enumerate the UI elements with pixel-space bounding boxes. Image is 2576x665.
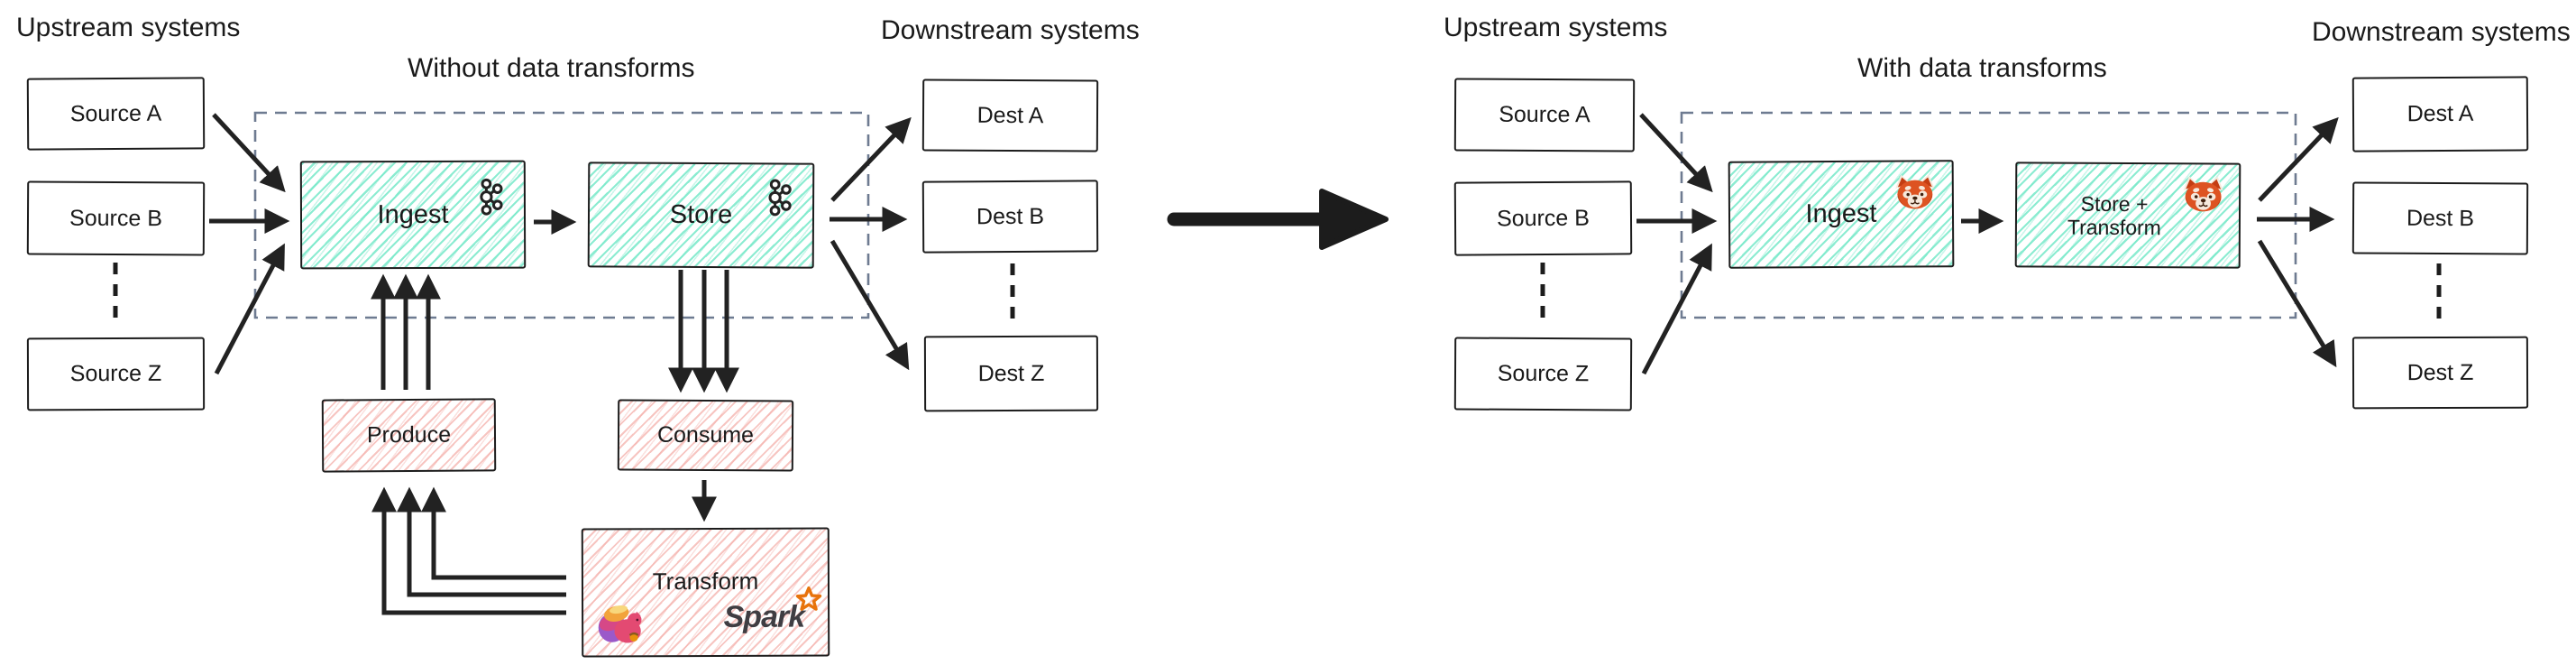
left-downstream-label: Downstream systems [881, 15, 1140, 45]
spark-star-icon [795, 586, 822, 611]
ellipsis-connectors [113, 263, 2442, 328]
right-diagram-title: With data transforms [1857, 53, 2107, 83]
dest-box: Dest A [2351, 76, 2529, 152]
store-transform-line2: Transform [2067, 215, 2161, 239]
consume-box: Consume [617, 399, 794, 472]
ingest-box: Ingest [1728, 160, 1955, 269]
dest-box: Dest A [921, 79, 1099, 152]
dest-label: Dest A [976, 102, 1044, 128]
left-upstream-label: Upstream systems [16, 13, 241, 42]
transform-box: Transform Spark [581, 527, 830, 658]
ingest-box: Ingest [299, 160, 527, 270]
ingest-label: Ingest [377, 199, 449, 229]
source-box: Source Z [26, 337, 206, 411]
dest-label: Dest B [2406, 205, 2475, 231]
flink-icon [598, 605, 642, 643]
source-label: Source B [1496, 205, 1591, 231]
dest-label: Dest A [2406, 100, 2474, 127]
dest-label: Dest Z [2406, 359, 2474, 385]
right-upstream-label: Upstream systems [1444, 13, 1668, 42]
source-label: Source A [69, 100, 162, 126]
redpanda-icon [1895, 174, 1935, 209]
store-label: Store [669, 199, 733, 230]
transition-arrow [1167, 189, 1389, 250]
store-transform-label: Store + Transform [2067, 191, 2161, 239]
consume-label: Consume [656, 421, 755, 448]
source-label: Source Z [69, 360, 162, 387]
source-box: Source A [26, 77, 206, 151]
dest-box: Dest Z [923, 335, 1099, 412]
ingest-label: Ingest [1805, 199, 1877, 229]
kafka-icon [768, 179, 792, 217]
transform-label: Transform [652, 567, 759, 596]
source-label: Source Z [1497, 360, 1590, 387]
right-downstream-label: Downstream systems [2312, 17, 2571, 47]
source-box: Source Z [1453, 337, 1633, 411]
spark-logo: Spark [723, 586, 822, 635]
spark-logo-text: Spark [723, 599, 805, 634]
produce-label: Produce [366, 421, 452, 448]
dest-box: Dest B [921, 180, 1099, 254]
dest-label: Dest Z [977, 360, 1045, 386]
dest-box: Dest Z [2351, 336, 2529, 410]
source-label: Source B [69, 205, 162, 231]
source-label: Source A [1499, 101, 1591, 128]
produce-box: Produce [321, 398, 497, 473]
dest-label: Dest B [976, 203, 1045, 229]
store-transform-line1: Store + [2080, 191, 2149, 216]
source-box: Source B [26, 180, 206, 256]
dest-box: Dest B [2351, 181, 2529, 255]
kafka-icon [480, 178, 503, 216]
source-box: Source A [1453, 78, 1636, 152]
store-box: Store [587, 162, 815, 269]
left-diagram-title: Without data transforms [408, 53, 695, 83]
store-transform-box: Store + Transform [2014, 162, 2241, 269]
source-box: Source B [1453, 180, 1633, 256]
redpanda-icon [2183, 176, 2223, 212]
